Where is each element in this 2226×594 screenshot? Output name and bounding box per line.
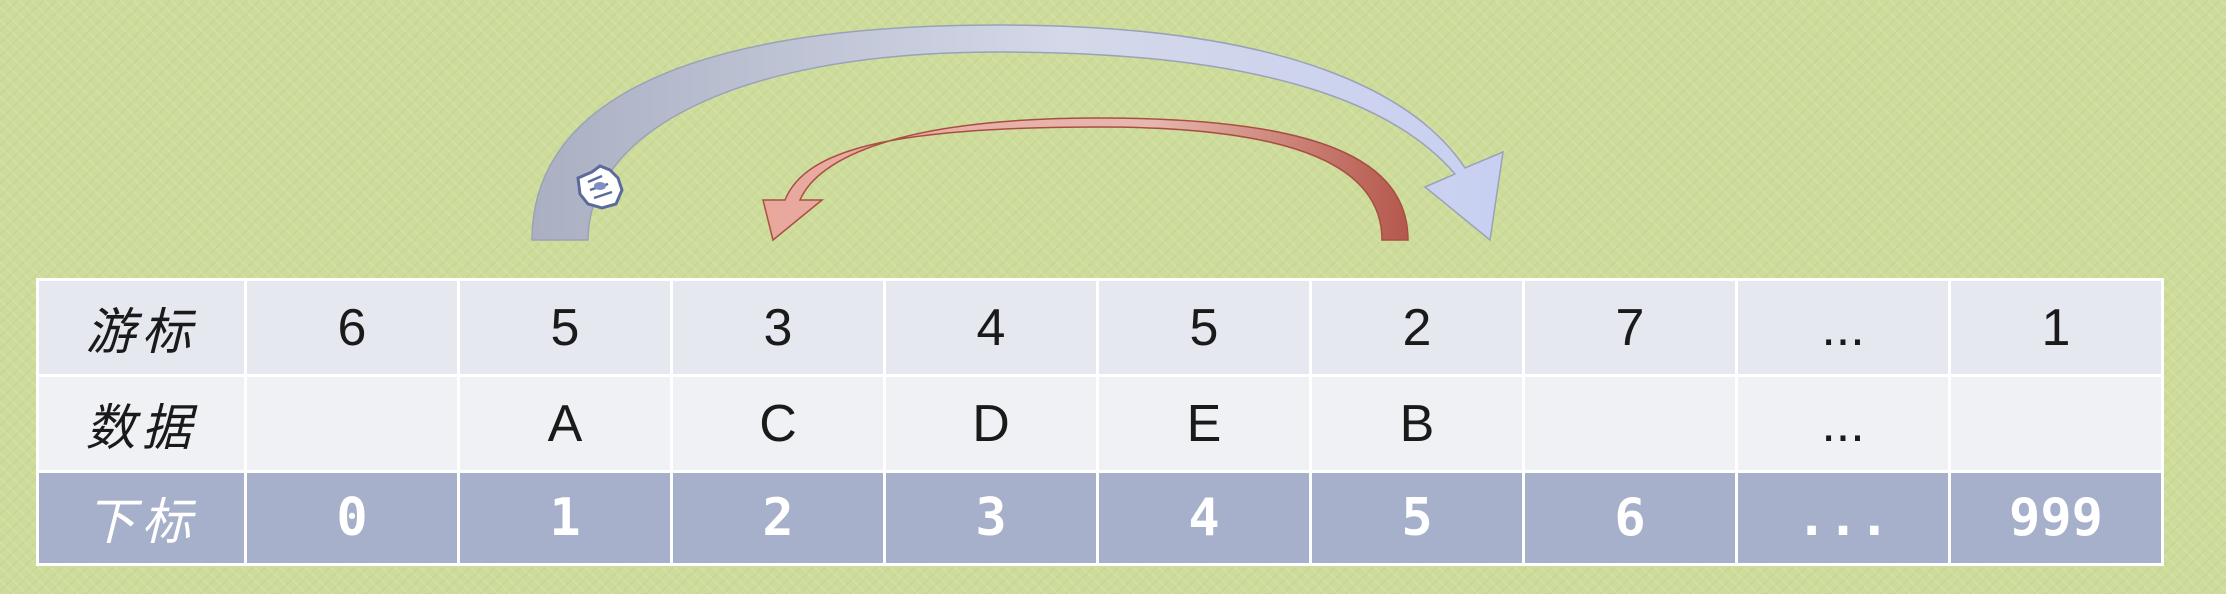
cursor-cell: 1 [1948, 278, 2164, 377]
index-row: 下标 0 1 2 3 4 5 6 ... 999 [36, 470, 2164, 566]
cursor-cell: ... [1735, 278, 1951, 377]
data-cell: E [1096, 374, 1312, 473]
data-cell [1948, 374, 2164, 473]
index-cell: 999 [1948, 470, 2164, 566]
cursor-cell: 6 [244, 278, 460, 377]
large-arc-arrow [531, 24, 1504, 242]
cursor-cell: 5 [457, 278, 673, 377]
index-cell: 0 [244, 470, 460, 566]
index-cell: 6 [1522, 470, 1738, 566]
index-cell: ... [1735, 470, 1951, 566]
cursor-row: 游标 6 5 3 4 5 2 7 ... 1 [36, 278, 2164, 377]
cursor-cell: 5 [1096, 278, 1312, 377]
small-arc-arrow [762, 117, 1409, 242]
data-cell: ... [1735, 374, 1951, 473]
index-cell: 2 [670, 470, 886, 566]
index-cell: 5 [1309, 470, 1525, 566]
data-cell: D [883, 374, 1099, 473]
cursor-cell: 7 [1522, 278, 1738, 377]
row-label-cursor: 游标 [36, 278, 247, 377]
data-cell: A [457, 374, 673, 473]
index-cell: 1 [457, 470, 673, 566]
data-cell [244, 374, 460, 473]
row-label-data: 数据 [36, 374, 247, 473]
arrows-layer [531, 24, 1504, 242]
data-row: 数据 A C D E B ... [36, 374, 2164, 473]
cursor-cell: 2 [1309, 278, 1525, 377]
data-cell: B [1309, 374, 1525, 473]
index-cell: 4 [1096, 470, 1312, 566]
index-cell: 3 [883, 470, 1099, 566]
hand-pointer-icon [576, 164, 624, 210]
cursor-cell: 4 [883, 278, 1099, 377]
static-linked-list-table: 游标 6 5 3 4 5 2 7 ... 1 数据 A C D E B ... … [36, 278, 2164, 566]
cursor-cell: 3 [670, 278, 886, 377]
data-cell [1522, 374, 1738, 473]
row-label-index: 下标 [36, 470, 247, 566]
data-cell: C [670, 374, 886, 473]
